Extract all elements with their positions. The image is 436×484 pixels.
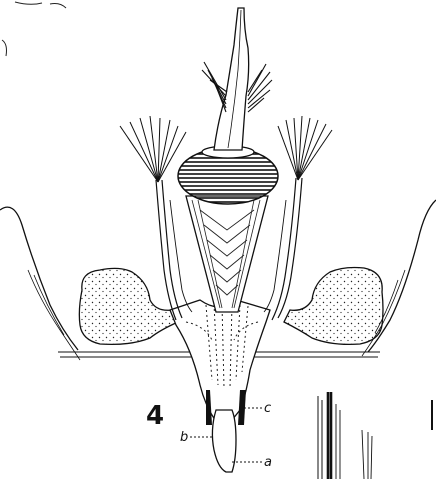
detail-inset: [318, 392, 432, 479]
left-fan-brush: [120, 116, 186, 182]
right-stippled-lobe: [284, 268, 383, 345]
left-fan-stalk: [156, 180, 182, 320]
label-c: c: [264, 401, 271, 416]
left-stippled-lobe: [79, 268, 178, 344]
lower-process: [212, 410, 236, 472]
stalk-left-brush: [202, 62, 227, 112]
central-sclerite: [170, 300, 270, 420]
stray-mark-left: [2, 40, 7, 56]
stalk-right-brush: [248, 64, 272, 112]
central-stalk: [214, 8, 249, 150]
label-b: b: [180, 430, 188, 445]
figure-number: 4: [146, 401, 164, 431]
label-a: a: [264, 455, 272, 470]
stray-marks-top: [15, 2, 66, 8]
right-fan-stalk: [272, 178, 302, 320]
right-fan-brush: [278, 116, 332, 180]
